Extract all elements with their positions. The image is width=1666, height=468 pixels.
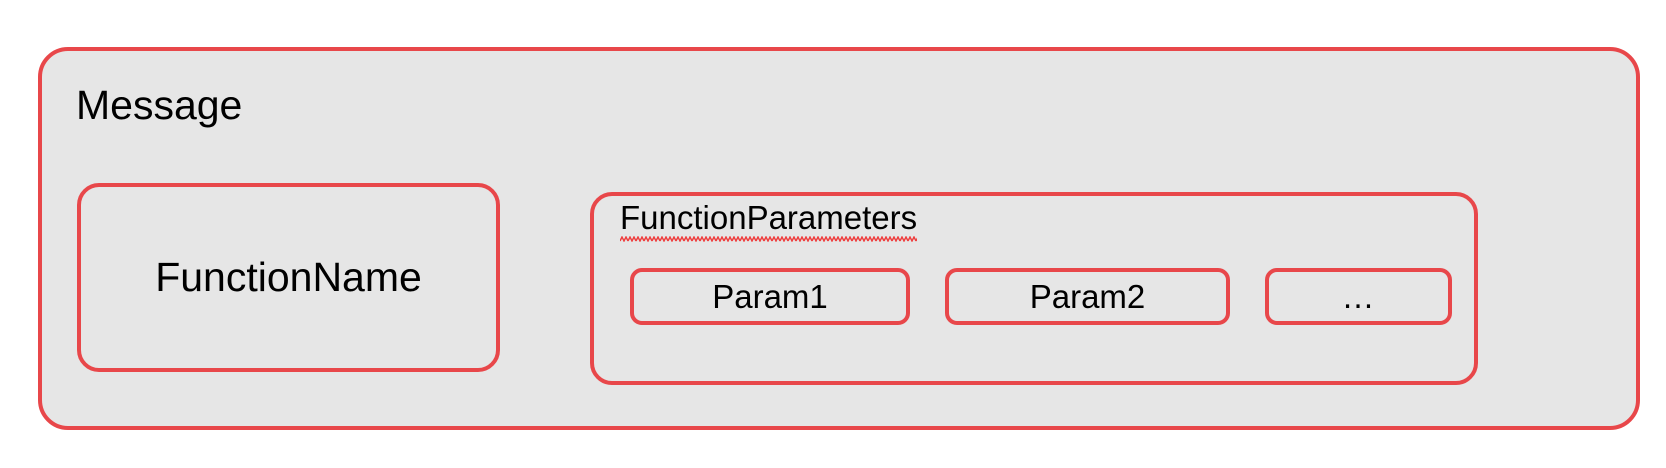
function-parameters-label-text: FunctionParameters (620, 199, 918, 242)
function-name-box[interactable] (77, 183, 500, 372)
function-parameters-label: FunctionParameters (620, 199, 918, 242)
function-name-label: FunctionName (155, 254, 422, 300)
param-box-2[interactable] (945, 268, 1230, 325)
message-label: Message (76, 82, 243, 128)
param-box-1[interactable] (630, 268, 910, 325)
param-box-more[interactable] (1265, 268, 1452, 325)
